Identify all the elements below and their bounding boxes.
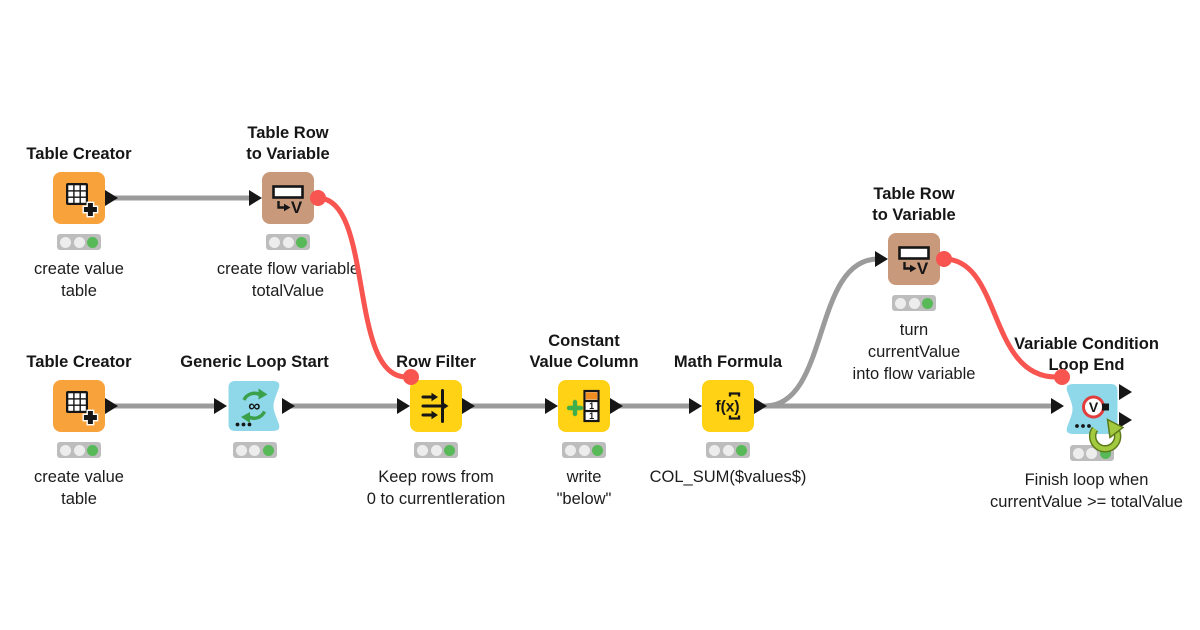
row-filter-icon[interactable] [410,380,462,432]
output-port[interactable] [1119,384,1132,400]
svg-text:1: 1 [589,401,594,411]
node-title: Table Creator [26,353,132,371]
node-annotation: write"below" [556,468,612,508]
status-traffic-light [562,442,606,458]
node-title: Math Formula [673,353,783,371]
output-port[interactable] [105,398,118,414]
input-port[interactable] [689,398,702,414]
status-traffic-light [892,295,936,311]
node-title: Generic Loop Start [180,353,329,371]
fx-formula-icon[interactable]: f(x) [702,380,754,432]
svg-text:V: V [291,198,303,217]
output-port[interactable] [754,398,767,414]
input-port[interactable] [397,398,410,414]
input-port[interactable] [249,190,262,206]
status-traffic-light [706,442,750,458]
node-title: Table Creator [26,145,132,163]
node-title: Row Filter [396,353,476,371]
row-to-variable-icon[interactable]: V [262,172,314,224]
input-port[interactable] [214,398,227,414]
svg-text:V: V [917,259,929,278]
status-traffic-light [266,234,310,250]
node-math-formula[interactable]: Math Formula f(x) COL_SUM($values$) [650,353,807,486]
status-traffic-light [57,442,101,458]
svg-text:1: 1 [589,411,594,421]
loop-start-icon[interactable]: ∞ [227,380,282,432]
svg-text:f(x): f(x) [715,399,739,416]
status-traffic-light [414,442,458,458]
table-grid-plus-icon[interactable] [53,172,105,224]
output-port[interactable] [282,398,295,414]
input-port[interactable] [875,251,888,267]
svg-text:V: V [1089,399,1099,415]
output-port[interactable] [462,398,475,414]
status-traffic-light [232,442,277,458]
svg-text:∞: ∞ [248,397,260,416]
node-annotation: COL_SUM($values$) [649,468,807,486]
status-traffic-light [57,234,101,250]
input-port[interactable] [1051,398,1064,414]
add-column-icon[interactable]: 1 1 [558,380,610,432]
node-generic-loop-start[interactable]: Generic Loop Start ∞ [180,353,329,458]
variable-loop-end-icon[interactable]: V [1064,383,1119,435]
output-port[interactable] [105,190,118,206]
row-to-variable-icon[interactable]: V [888,233,940,285]
input-port[interactable] [545,398,558,414]
status-traffic-light [1069,445,1114,461]
table-grid-plus-icon[interactable] [53,380,105,432]
output-port[interactable] [610,398,623,414]
output-port[interactable] [1119,412,1132,428]
